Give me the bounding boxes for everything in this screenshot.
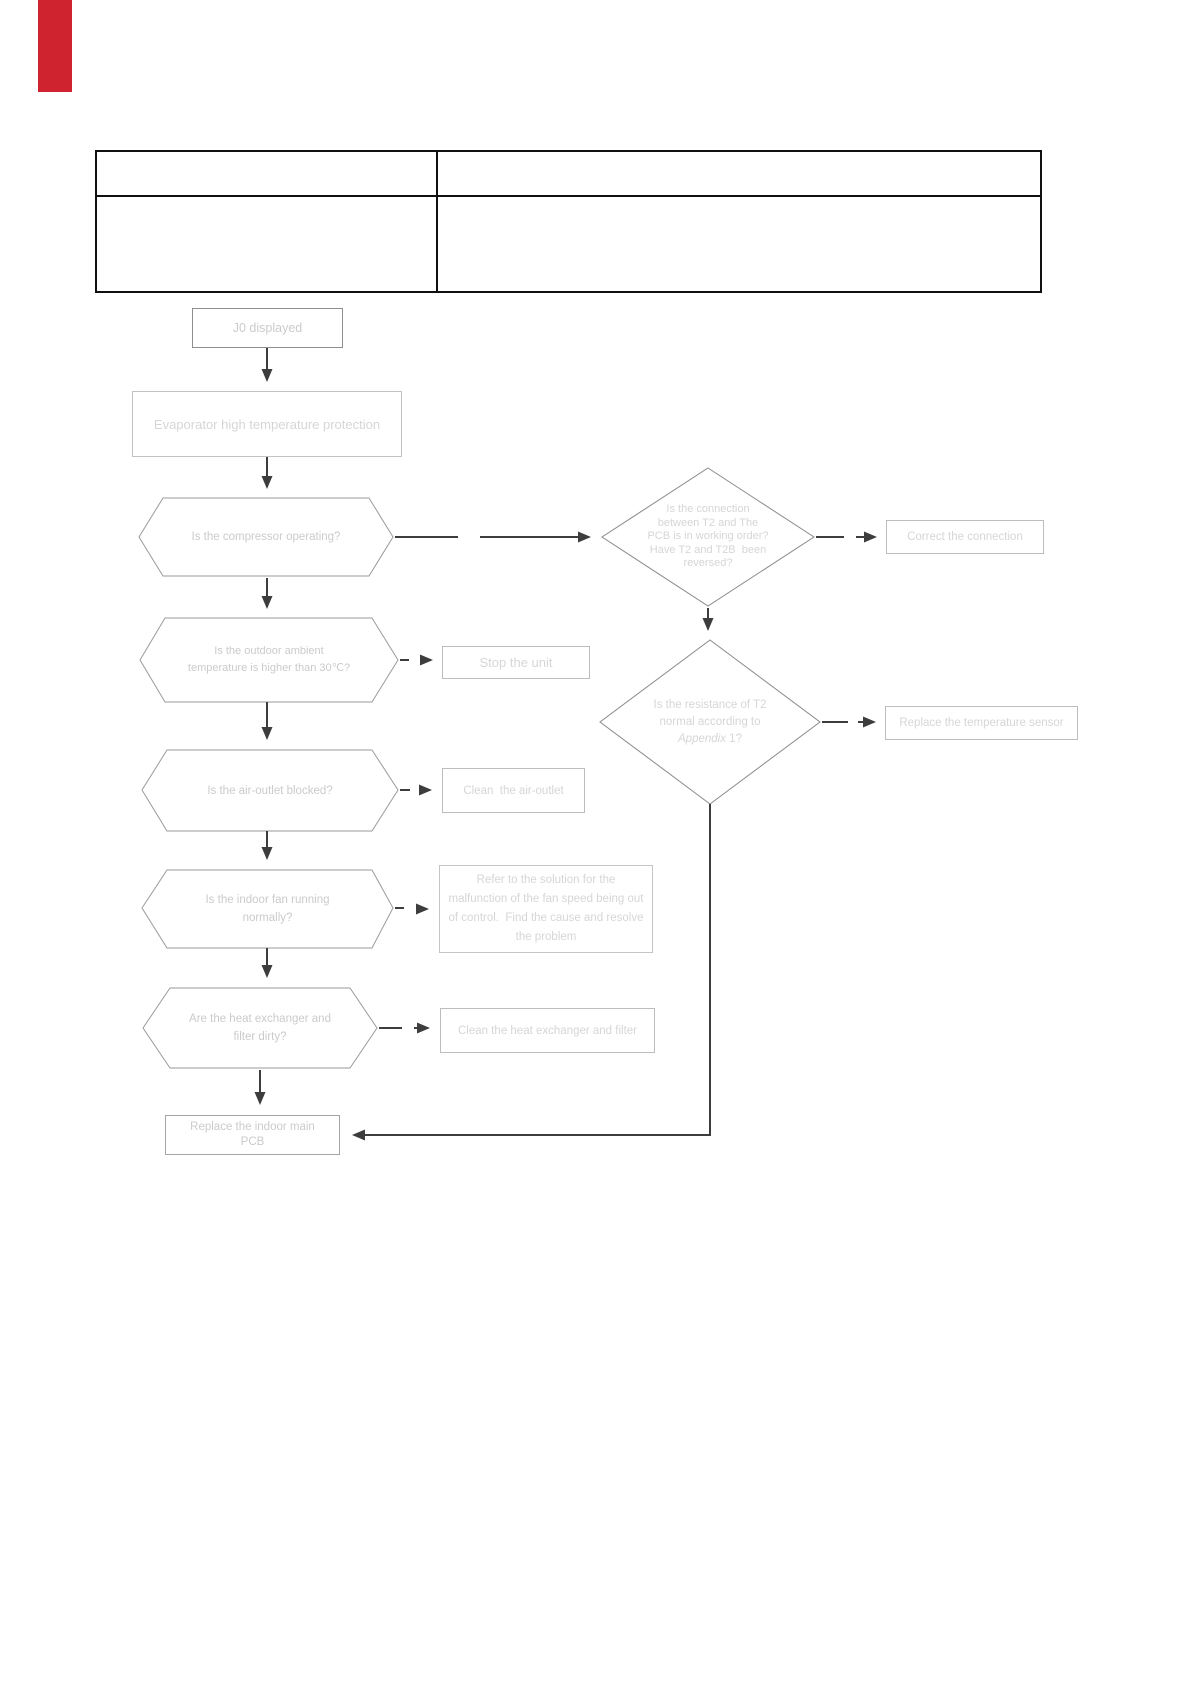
refer-line-1: Refer to the solution for the [476,874,616,886]
node-stop-unit-label: Stop the unit [479,655,553,670]
arrows [254,348,877,1141]
refer-line-4: the problem [515,931,577,943]
node-correct-connection: Correct the connection [886,520,1044,554]
hexagon-compressor [138,497,394,577]
hexagon-indoor-fan [141,869,394,949]
node-replace-sensor: Replace the temperature sensor [885,706,1078,740]
info-table [95,150,1042,293]
replace-pcb-line-2: PCB [240,1136,265,1148]
node-stop-unit: Stop the unit [442,646,590,679]
node-correct-connection-label: Correct the connection [907,531,1023,543]
red-corner-tab [38,0,72,92]
node-clean-filter-label: Clean the heat exchanger and filter [457,1024,637,1037]
refer-line-2: malfunction of the fan speed being out [448,893,644,905]
node-clean-filter: Clean the heat exchanger and filter [440,1008,655,1053]
node-protection-label: Evaporator high temperature protection [153,416,381,432]
node-clean-outlet: Clean the air-outlet [442,768,585,813]
node-start-label: J0 displayed [232,321,303,335]
node-replace-pcb: Replace the indoor main PCB [165,1115,340,1155]
hexagon-air-outlet [141,749,399,832]
node-protection: Evaporator high temperature protection [132,391,402,457]
hexagon-heat-exchanger [142,987,378,1069]
replace-pcb-line-1: Replace the indoor main [190,1121,315,1133]
diamond-t2-connection [601,467,815,607]
node-replace-sensor-label: Replace the temperature sensor [899,717,1064,729]
refer-line-3: of control. Find the cause and resolve [448,912,644,924]
hexagon-outdoor-temp [139,617,399,703]
node-refer-solution: Refer to the solution for the malfunctio… [439,865,653,953]
node-clean-outlet-label: Clean the air-outlet [463,784,564,797]
table-column-divider [436,152,438,291]
node-start: J0 displayed [192,308,343,348]
diamond-t2-resistance [599,639,821,805]
table-row-divider [97,195,1040,197]
